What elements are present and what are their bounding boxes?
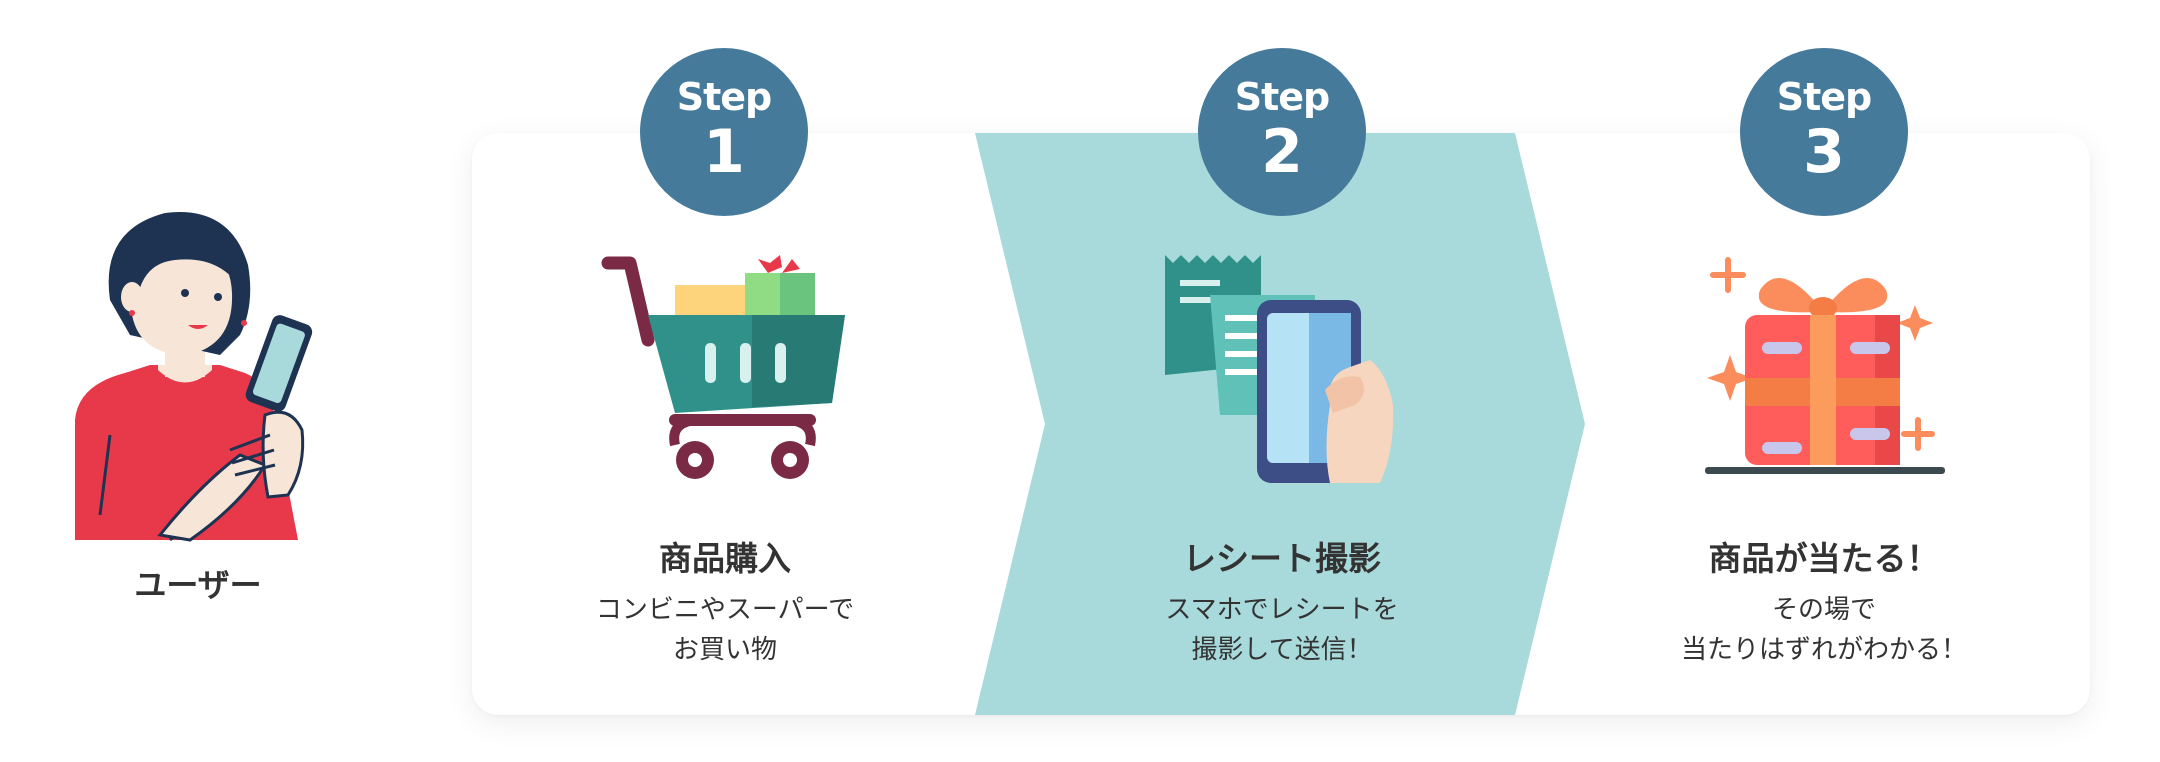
step-1-description-line-2: お買い物 [672, 635, 777, 665]
step-1-number: 1 [703, 117, 745, 187]
step-3-description-line-2: 当たりはずれがわかる！ [1680, 635, 1967, 665]
step-1-word: Step [676, 75, 773, 119]
step-2-description-line-2: 撮影して送信！ [1191, 635, 1373, 665]
shopping-cart-icon [601, 255, 845, 479]
user-label: ユーザー [134, 566, 262, 604]
step-2-description-line-1: スマホでレシートを [1165, 595, 1399, 625]
step-2-title: レシート撮影 [1183, 539, 1381, 578]
step-3-number: 3 [1803, 117, 1845, 187]
step-1-title: 商品購入 [659, 539, 791, 578]
step-1-description-line-1: コンビニやスーパーで [595, 595, 855, 625]
step-3-word: Step [1776, 75, 1873, 119]
step-3-description-line-1: その場で [1771, 595, 1876, 625]
step-2-number: 2 [1261, 117, 1303, 187]
step-3-title: 商品が当たる！ [1708, 539, 1940, 578]
step-1-description: コンビニやスーパーで お買い物 [465, 590, 985, 670]
step-3-description: その場で 当たりはずれがわかる！ [1564, 590, 2084, 670]
step-1-badge: Step 1 [640, 48, 808, 216]
user-woman-with-phone-icon [75, 212, 313, 542]
step-2-description: スマホでレシートを 撮影して送信！ [1022, 590, 1542, 670]
step-2-word: Step [1234, 75, 1331, 119]
receipt-phone-icon [1165, 255, 1394, 483]
gift-box-icon [1705, 257, 1945, 474]
step-2-badge: Step 2 [1198, 48, 1366, 216]
step-3-badge: Step 3 [1740, 48, 1908, 216]
